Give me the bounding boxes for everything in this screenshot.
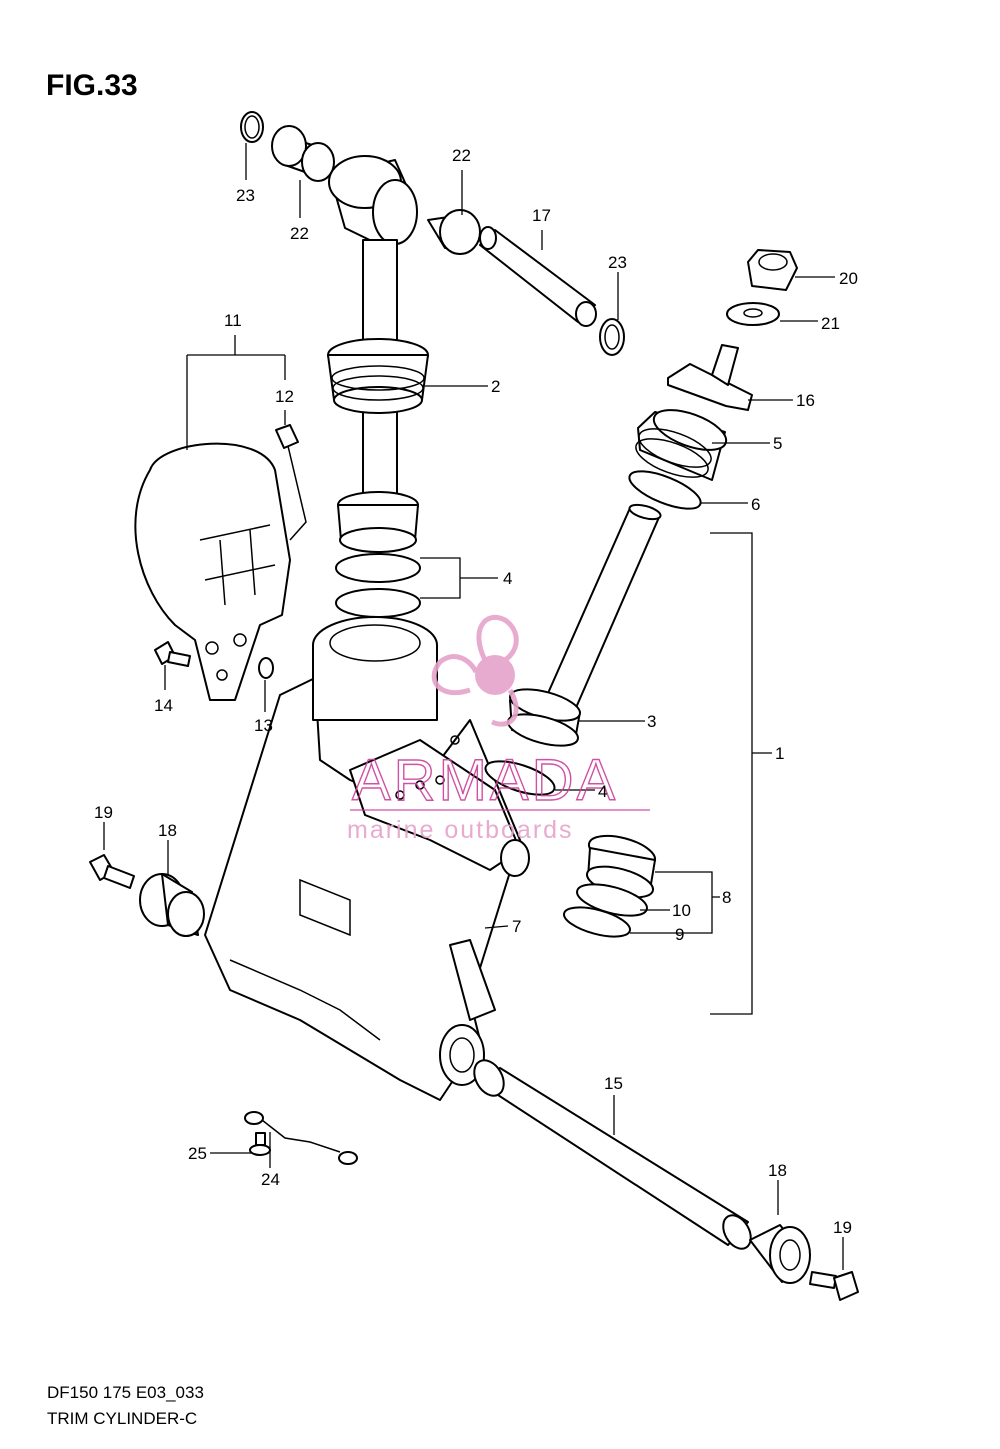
washer-13: [258, 657, 274, 679]
figure-title: FIG.33: [46, 69, 138, 102]
callout-label: 5: [773, 434, 782, 453]
o-ring-4c: [484, 760, 556, 796]
callout-label: 13: [254, 716, 273, 735]
callout-label: 18: [158, 821, 177, 840]
bushing-22-right: [427, 209, 481, 255]
callout-label: 2: [491, 377, 500, 396]
pin-17: [479, 226, 597, 327]
callout-label: 22: [452, 146, 471, 165]
shaft-15: [473, 1059, 752, 1250]
callout-label: 18: [768, 1161, 787, 1180]
callout-label: 21: [821, 314, 840, 333]
washer-21: [726, 302, 780, 326]
callout-label: 7: [512, 917, 521, 936]
assembly-name: TRIM CYLINDER-C: [47, 1409, 197, 1428]
callout-label: 8: [722, 888, 731, 907]
callout-label: 10: [672, 901, 691, 920]
bushing-18-left: [139, 873, 205, 937]
callout-label: 11: [224, 311, 242, 330]
o-ring-4a: [335, 553, 421, 583]
cylinder-body-7: [204, 616, 530, 1101]
leader-lines: [103, 143, 844, 1270]
callout-label: 19: [94, 803, 113, 822]
circlip-23-top: [240, 111, 264, 143]
tube-3: [507, 503, 662, 747]
bolt-14: [154, 641, 191, 667]
callout-label: 14: [154, 696, 173, 715]
bolt-19-left: [89, 854, 135, 889]
callout-label: 1: [775, 744, 784, 763]
cover-11: [134, 442, 291, 701]
o-ring-4b: [335, 588, 421, 618]
callout-label: 23: [608, 253, 627, 272]
bolt-25: [249, 1132, 271, 1156]
callout-label: 20: [839, 269, 858, 288]
valve-8: [585, 834, 657, 899]
end-cap-5: [635, 409, 728, 481]
callout-label: 17: [532, 206, 551, 225]
armada-watermark: ARMADA marine outboards: [347, 615, 650, 844]
ground-wire-24: [244, 1111, 358, 1165]
callout-label: 24: [261, 1170, 280, 1189]
callout-label: 9: [675, 925, 684, 944]
callout-label: 6: [751, 495, 760, 514]
propeller-logo-icon: [431, 615, 519, 727]
piston: [337, 491, 419, 553]
o-ring-6: [628, 470, 702, 510]
clip-12: [275, 424, 307, 541]
callout-label: 16: [796, 391, 815, 410]
watermark-brand: ARMADA: [352, 748, 618, 813]
nut-20: [747, 249, 798, 291]
callout-label: 15: [604, 1074, 623, 1093]
circlip-23-right: [599, 318, 625, 356]
o-ring-9: [563, 906, 631, 938]
callout-label: 4: [503, 569, 512, 588]
callout-label: 25: [188, 1144, 207, 1163]
bushing-22-left: [271, 125, 335, 182]
rod-top-eye: [328, 155, 418, 246]
bushing-18-right: [749, 1224, 811, 1284]
rod-guide-2: [327, 338, 429, 414]
callout-label: 12: [275, 387, 294, 406]
callout-label: 22: [290, 224, 309, 243]
bolt-19-right: [809, 1271, 859, 1301]
callout-label: 4: [598, 782, 607, 801]
fitting-16: [667, 344, 753, 411]
model-code: DF150 175 E03_033: [47, 1383, 204, 1402]
callout-label: 19: [833, 1218, 852, 1237]
callout-label: 23: [236, 186, 255, 205]
callout-labels: 23 22 22 17 23 20 21 11 12 2 16 5 6 4 14…: [94, 146, 858, 1237]
watermark-tagline: marine outboards: [347, 816, 574, 844]
callout-label: 3: [647, 712, 656, 731]
